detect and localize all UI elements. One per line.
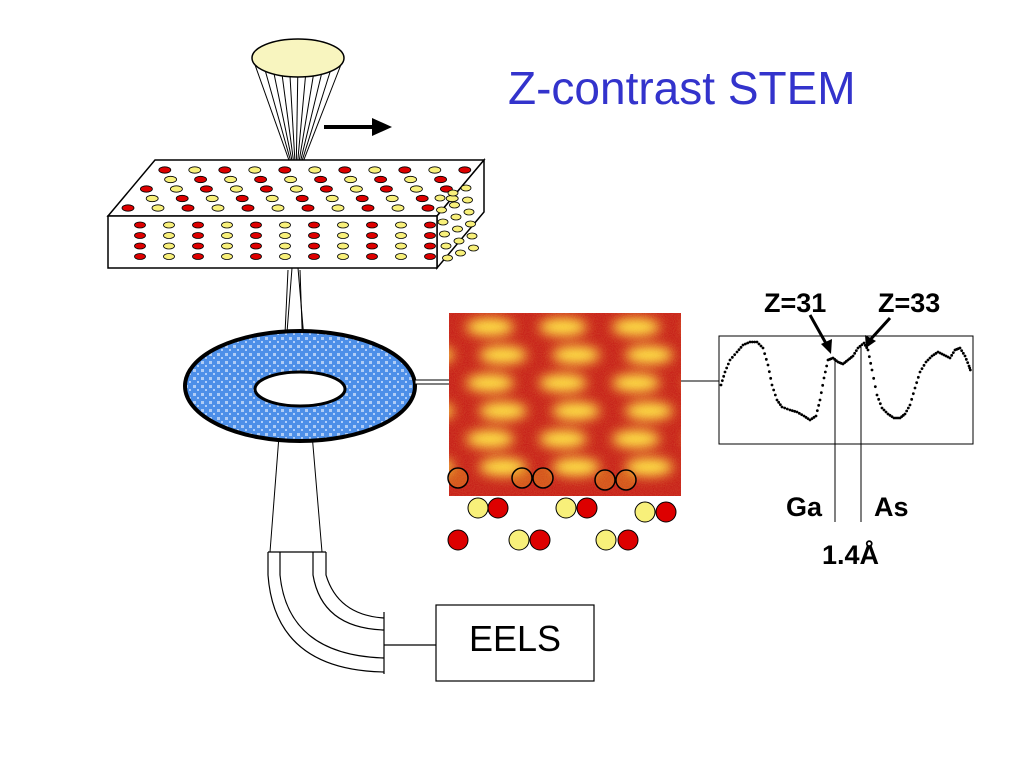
as-label: As bbox=[874, 492, 909, 522]
annular-detector bbox=[183, 329, 451, 443]
spectrometer-tube bbox=[267, 551, 436, 674]
intensity-profile bbox=[718, 314, 974, 522]
z31-label: Z=31 bbox=[764, 288, 827, 318]
slide-title: Z-contrast STEM bbox=[508, 62, 856, 114]
z33-label: Z=33 bbox=[878, 288, 941, 318]
eels-label: EELS bbox=[468, 618, 562, 659]
eels-box bbox=[435, 604, 595, 682]
scan-arrow bbox=[324, 118, 392, 136]
atom-positions bbox=[447, 467, 677, 551]
spacing-label: 1.4Å bbox=[822, 540, 880, 570]
z-contrast-image bbox=[449, 313, 681, 496]
probe-aperture bbox=[251, 38, 345, 78]
specimen-slab bbox=[106, 157, 486, 271]
ga-label: Ga bbox=[786, 492, 823, 522]
